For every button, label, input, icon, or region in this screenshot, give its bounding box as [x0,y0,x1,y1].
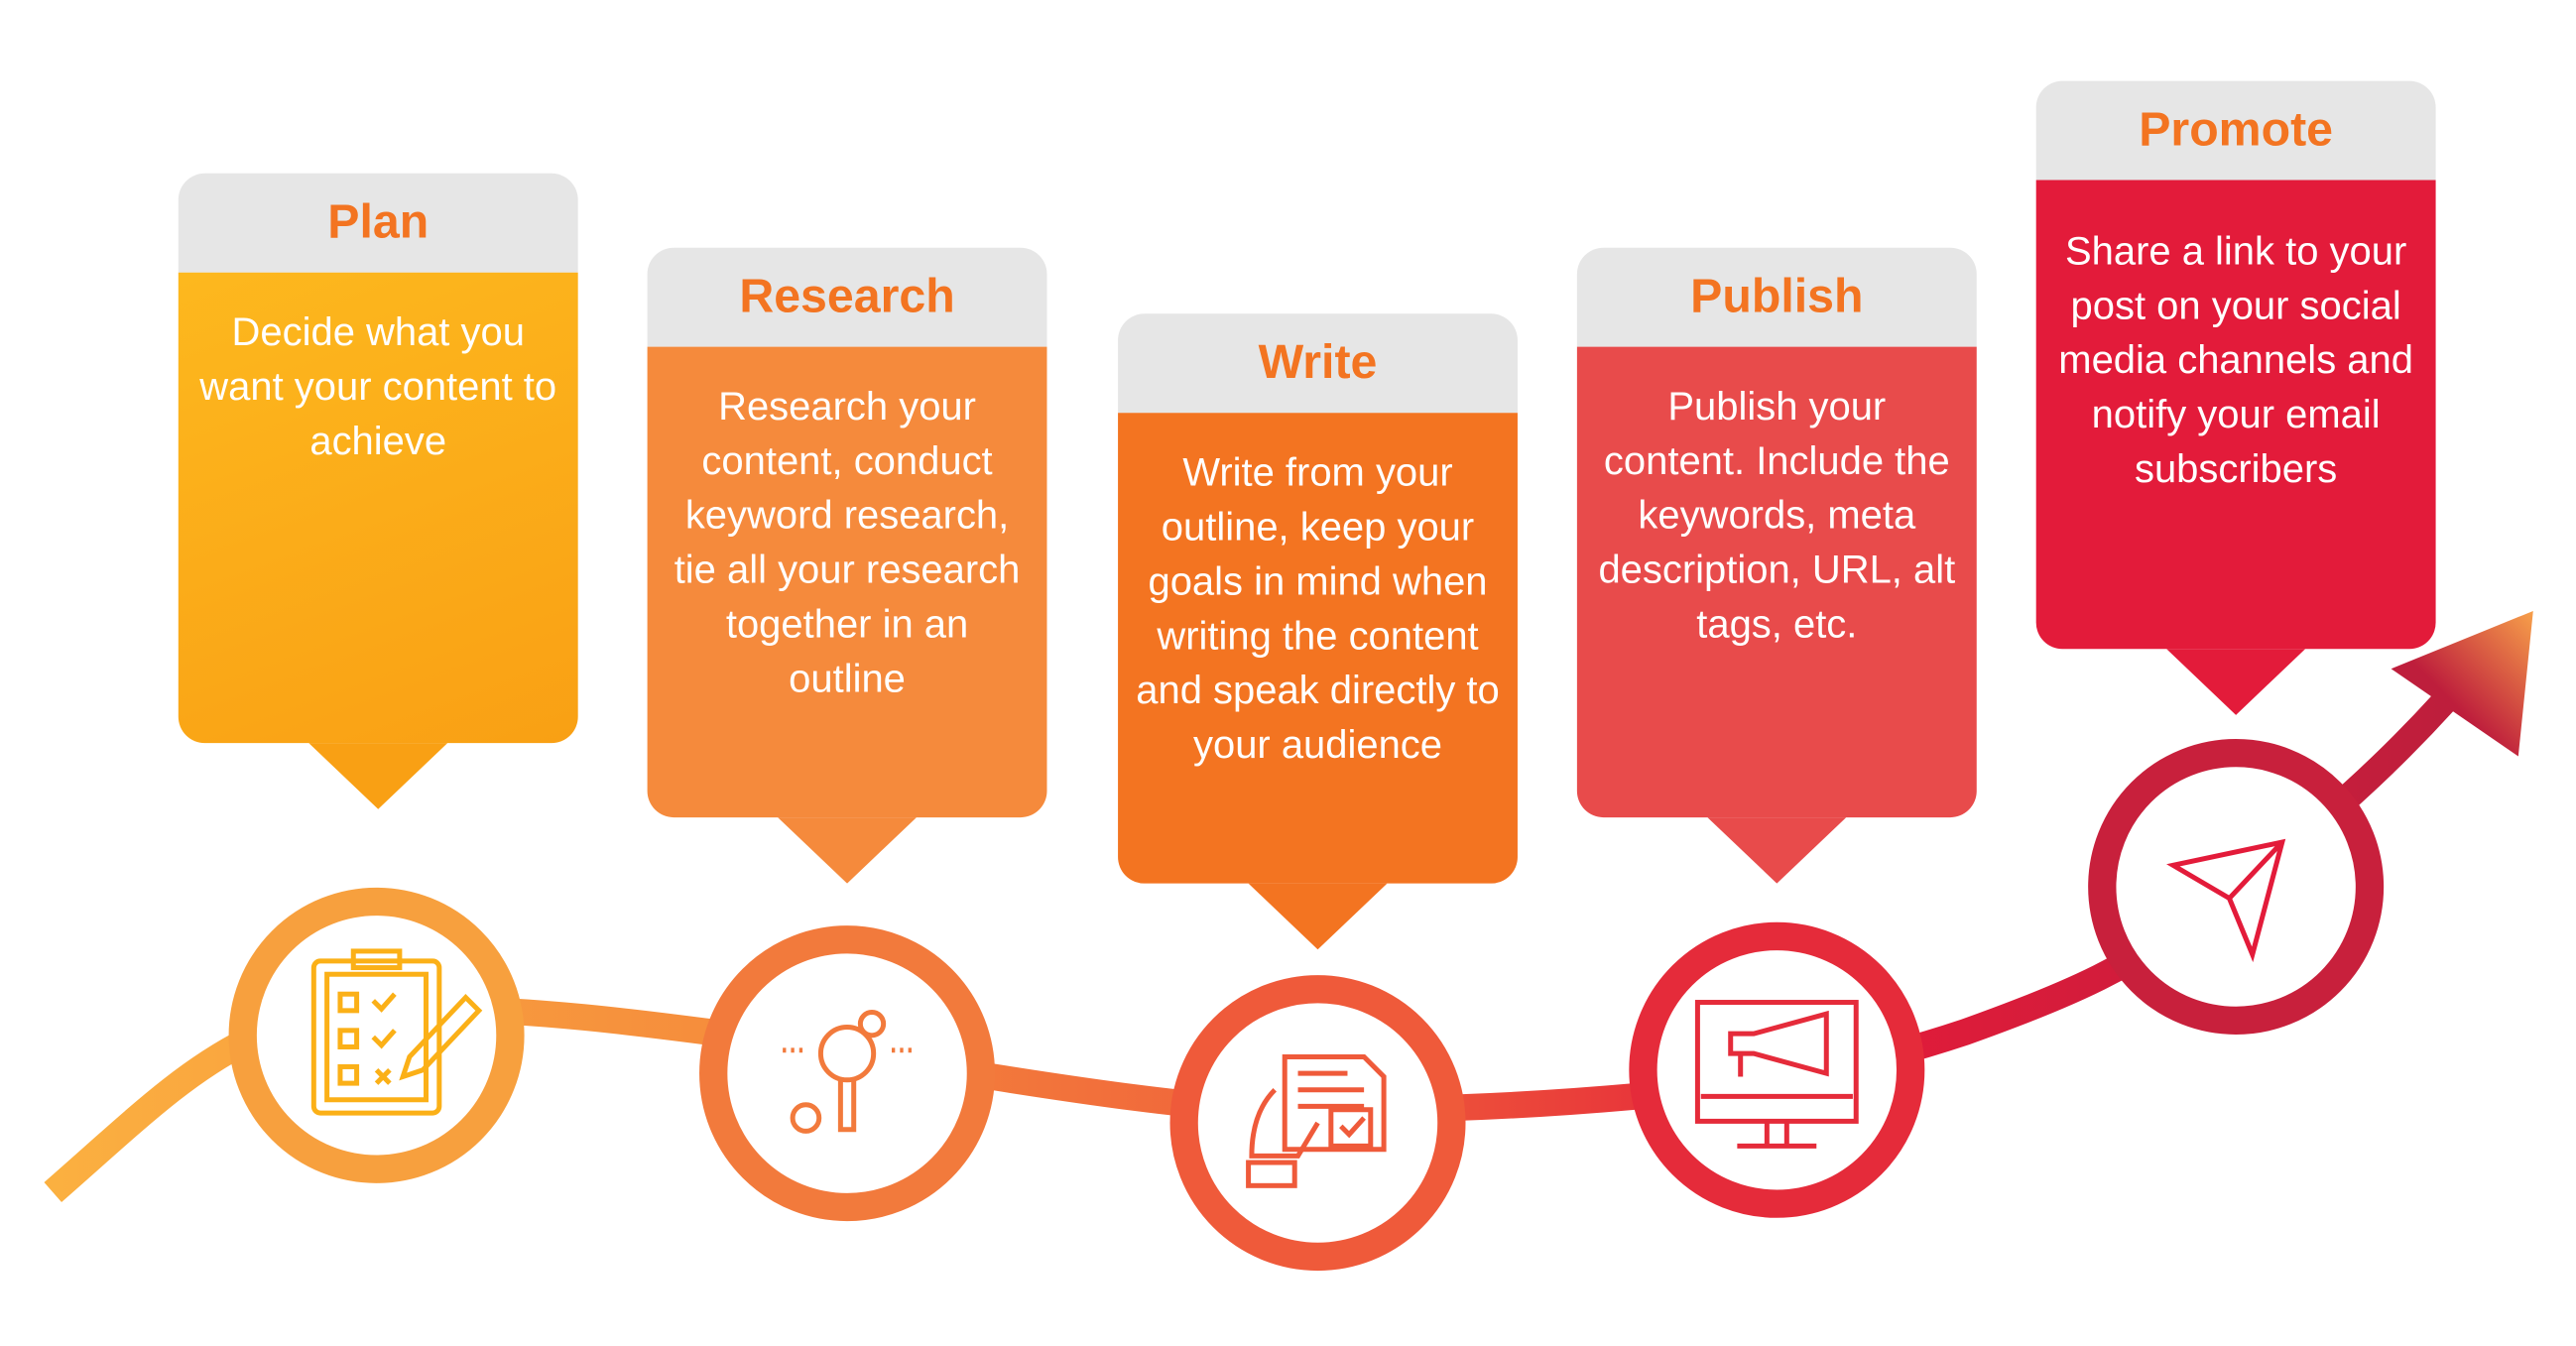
step-card-research: Research Research your content, conduct … [647,247,1047,884]
paper-plane-icon [2166,838,2286,963]
step-circle-write [1169,975,1466,1272]
step-title: Publish [1576,247,1977,347]
step-circle-publish [1629,921,1925,1218]
step-pointer [778,817,917,884]
magnifier-gears-icon [783,1010,912,1134]
step-card-promote: Promote Share a link to your post on you… [2035,80,2436,715]
arrowhead [2391,610,2533,757]
step-description: Decide what you want your content to ach… [178,272,578,744]
monitor-megaphone-icon [1694,1000,1859,1149]
step-card-write: Write Write from your outline, keep your… [1118,313,1518,950]
step-pointer [2166,649,2306,715]
step-title: Plan [178,173,578,273]
step-pointer [1248,883,1388,950]
step-card-plan: Plan Decide what you want your content t… [178,173,578,809]
step-title: Research [647,247,1047,347]
step-description: Research your content, conduct keyword r… [647,346,1047,818]
step-circle-plan [228,887,525,1183]
step-pointer [1707,817,1847,884]
step-title: Promote [2035,80,2436,181]
step-description: Share a link to your post on your social… [2035,180,2436,650]
step-circle-promote [2088,738,2385,1035]
step-description: Publish your content. Include the keywor… [1576,346,1977,818]
clipboard-checklist-icon [310,948,483,1116]
step-circle-research [699,925,996,1222]
step-description: Write from your outline, keep your goals… [1118,413,1518,884]
step-card-publish: Publish Publish your content. Include th… [1576,247,1977,884]
hand-document-icon [1246,1053,1387,1188]
step-title: Write [1118,313,1518,414]
step-pointer [308,743,448,809]
